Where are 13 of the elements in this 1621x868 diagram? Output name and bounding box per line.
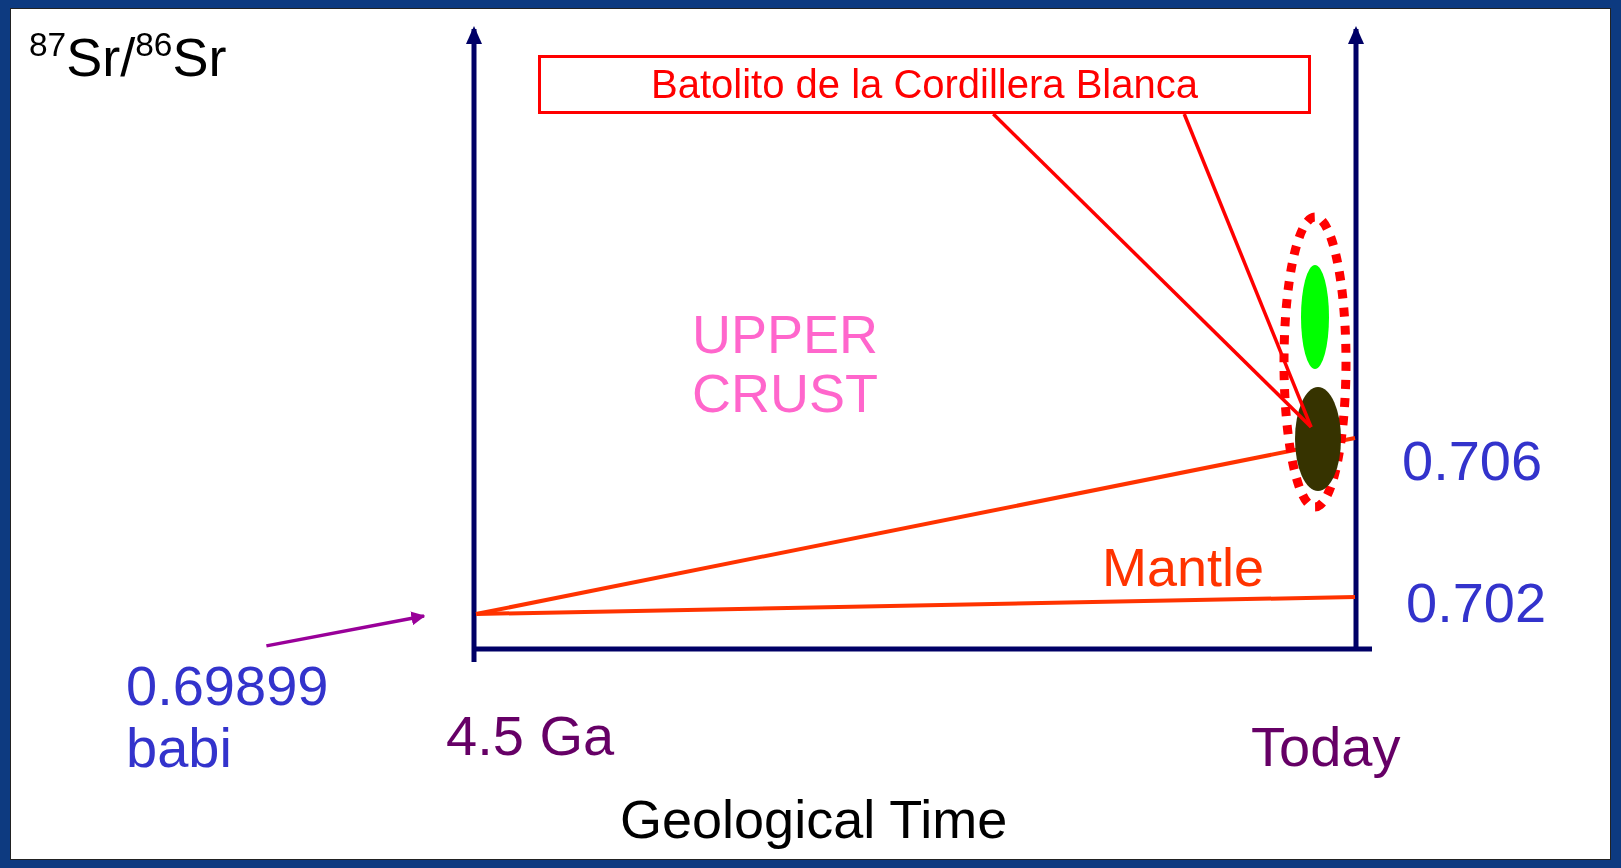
tick-label: 4.5 Ga [446, 705, 615, 767]
region-label: UPPER CRUST [690, 305, 879, 424]
curve-label: Mantle [1102, 538, 1265, 598]
tick-label: Today [1251, 716, 1401, 778]
tick-label: 0.706 [1402, 430, 1543, 492]
leader-line [1182, 113, 1313, 428]
axis-title: Geological Time [620, 790, 1008, 850]
tick-label: 0.702 [1406, 572, 1547, 634]
arrow [266, 611, 426, 648]
leader-line [992, 112, 1313, 429]
axis-title: $^{87}$Sr/$^{86}$Sr [29, 28, 227, 88]
value-label: 0.69899 babi [126, 655, 326, 779]
callout-box: Batolito de la Cordillera Blanca [538, 55, 1311, 114]
